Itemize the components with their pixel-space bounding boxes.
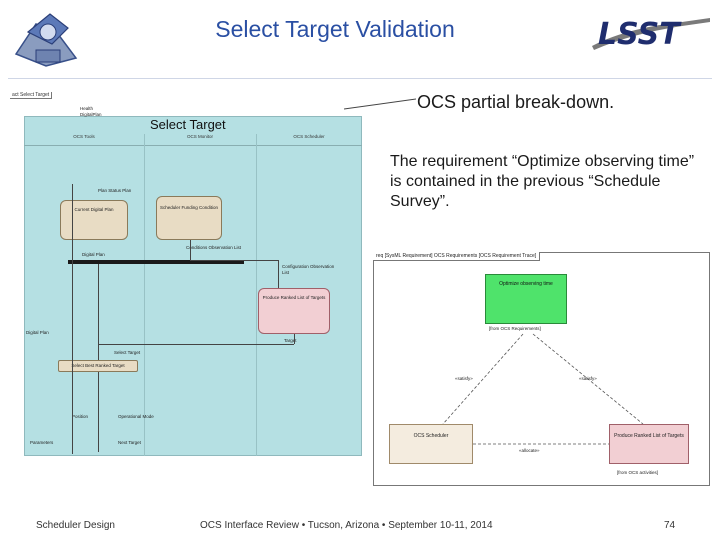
lane-header-scheduler: OCS Scheduler: [256, 134, 362, 146]
flow-line: [278, 260, 279, 288]
flow-line: [294, 334, 295, 344]
requirement-diagram: req [SysML Requirement] OCS Requirements…: [373, 252, 710, 486]
activity-node-produce-ranked: Produce Ranked List of Targets: [258, 288, 330, 334]
fork-bar: [68, 260, 244, 264]
requirement-note: The requirement “Optimize observing time…: [390, 153, 695, 210]
flow-line: [190, 240, 191, 260]
pin-label: Digital Plan: [82, 252, 105, 257]
activity-node-current-plan: Current Digital Plan: [60, 200, 128, 240]
activity-diagram: act Select Target Health DigitalPlan Sel…: [10, 92, 370, 464]
telescope-logo: [6, 6, 86, 70]
activity-source-tag: [from OCS activities]: [617, 470, 659, 475]
lane-header-monitor: OCS Monitor: [144, 134, 256, 146]
requirement-optimize: Optimize observing time: [485, 274, 567, 324]
footer-section: Scheduler Design: [36, 520, 115, 531]
lsst-logo-text: LSST: [598, 17, 682, 52]
page-number: 74: [664, 520, 676, 531]
flow-line: [98, 264, 99, 360]
ocs-breakdown-label: OCS partial break-down.: [417, 92, 615, 112]
block-ocs-scheduler: OCS Scheduler: [389, 424, 473, 464]
lane-divider: [256, 134, 257, 456]
activity-frame-tag: act Select Target: [10, 92, 53, 99]
pin-label: Position: [72, 414, 89, 419]
activity-node-funding: Scheduler Funding Condition: [156, 196, 222, 240]
pin-label: Configuration Observation List: [282, 264, 335, 275]
page-title: Select Target Validation: [215, 16, 455, 42]
lane-divider: [144, 134, 145, 456]
activity-node-select-best: Select Best Ranked Target: [58, 360, 138, 372]
activity-title: Select Target: [150, 117, 226, 132]
requirement-frame-tag: req [SysML Requirement] OCS Requirements…: [373, 252, 541, 261]
pin-label: Select Target: [114, 350, 141, 355]
pin-label: Plan Status Plan: [98, 188, 132, 193]
flow-line: [190, 260, 278, 261]
lane-header-tools: OCS Tools: [24, 134, 144, 146]
allocate-label: «allocate»: [519, 448, 540, 453]
activity-produce-ranked: Produce Ranked List of Targets: [609, 424, 689, 464]
pin-label: Next Target: [118, 440, 141, 445]
satisfy-label-left: «satisfy»: [455, 376, 473, 381]
pin-label: Digital Plan: [26, 330, 49, 335]
pin-label: Target: [284, 338, 297, 343]
lsst-logo: LSST: [586, 6, 716, 56]
activity-swimlane-area: [24, 116, 362, 456]
callout-connector: [344, 98, 416, 110]
flow-line: [98, 344, 294, 345]
footer-event: OCS Interface Review • Tucson, Arizona •…: [200, 520, 493, 531]
flow-line: [72, 184, 73, 454]
flow-line: [98, 372, 99, 452]
requirement-frame: [373, 252, 710, 486]
pin-label: Parameters: [30, 440, 54, 445]
pin-label: Conditions Observation List: [186, 245, 242, 250]
header-divider: [8, 78, 712, 79]
requirement-source-tag: [from OCS Requirements]: [489, 326, 541, 331]
trace-lines: [442, 333, 644, 445]
pin-label: Operational Mode: [118, 414, 154, 419]
top-pin-label: Health DigitalPlan: [80, 106, 102, 117]
satisfy-label-right: «satisfy»: [579, 376, 597, 381]
